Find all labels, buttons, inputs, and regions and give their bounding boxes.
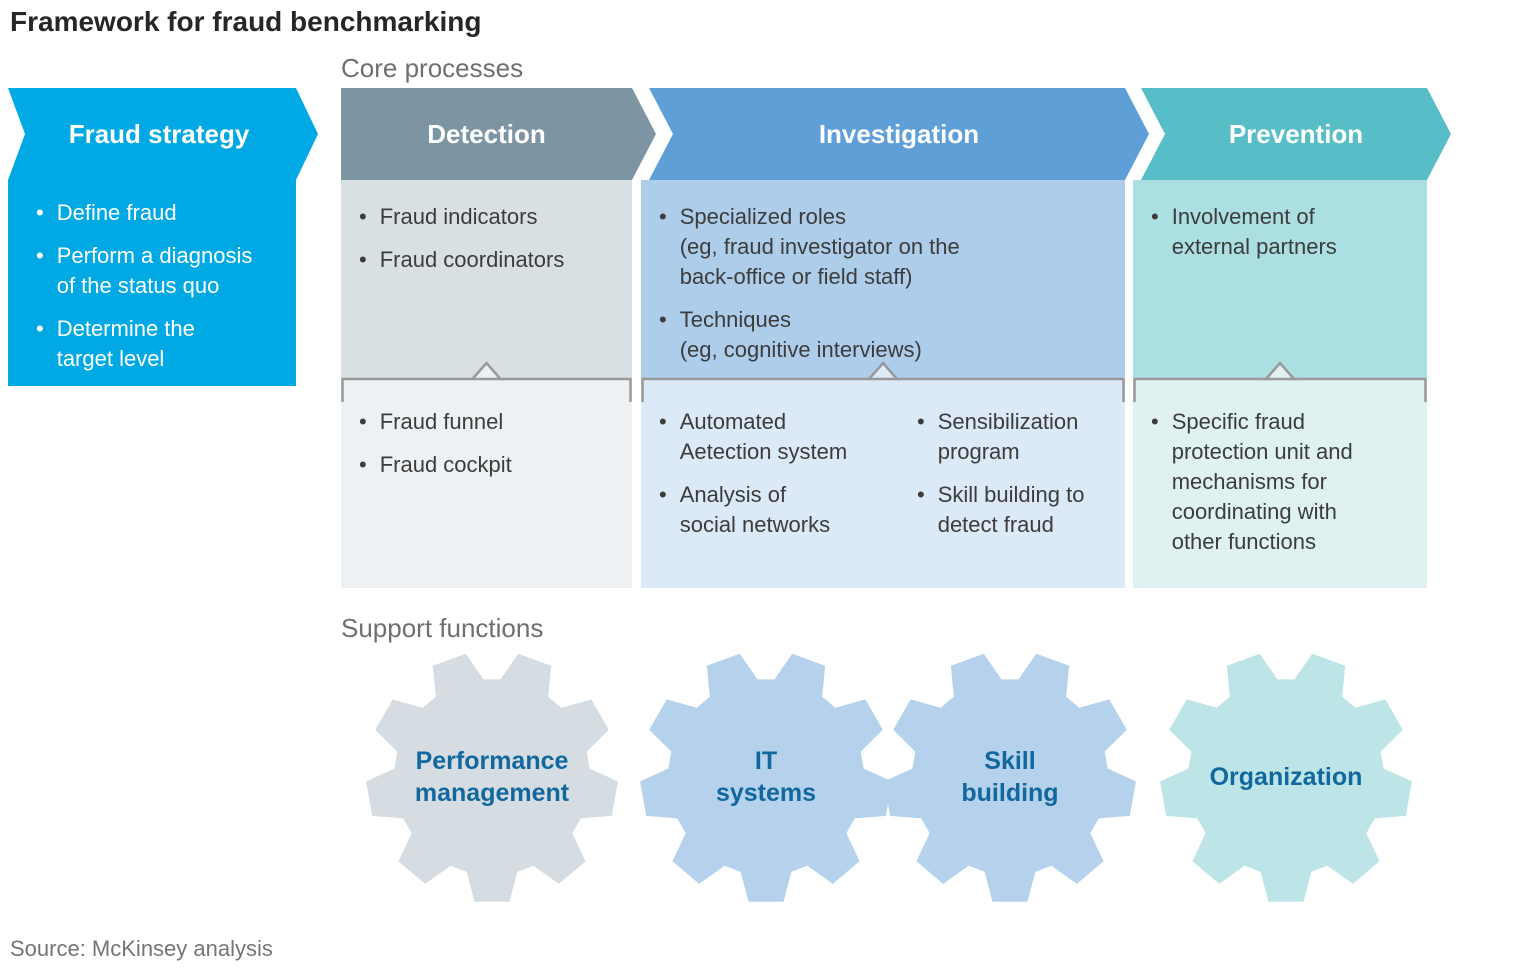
gear-label: Skill building: [961, 747, 1059, 807]
gear-shape: [640, 653, 892, 902]
bullet-item: Specialized roles (eg, fraud investigato…: [659, 202, 1109, 292]
fraud-strategy-banner: Fraud strategy Define fraud Perform a di…: [8, 88, 318, 386]
bullet-item: Determine the target level: [36, 314, 286, 374]
gear-shape: [884, 653, 1136, 902]
investigation-header: Investigation: [649, 88, 1149, 180]
bullet-item: Analysis of social networks: [659, 480, 917, 540]
gear-icon: [640, 653, 892, 902]
investigation-bottom-left-list: Automated Aetection system Analysis of s…: [659, 407, 917, 588]
investigation-bottom-right-list: Sensibilization program Skill building t…: [917, 407, 1109, 588]
fraud-strategy-title: Fraud strategy: [68, 118, 250, 149]
bullet-item: Involvement of external partners: [1151, 202, 1411, 262]
bullet-item: Perform a diagnosis of the status quo: [36, 241, 286, 301]
bullet-item: Fraud indicators: [359, 202, 616, 232]
core-processes-label: Core processes: [341, 53, 524, 83]
gear-icon: [1160, 653, 1412, 902]
source-note: Source: McKinsey analysis: [10, 936, 273, 961]
gear-label: Performance management: [414, 747, 570, 807]
detection-header: Detection: [341, 88, 656, 180]
bullet-item: Specific fraud protection unit and mecha…: [1151, 407, 1411, 557]
detection-top-box: Fraud indicators Fraud coordinators: [341, 180, 632, 379]
gear-performance-management: Performance management: [364, 649, 620, 905]
gear-organization: Organization: [1158, 649, 1414, 905]
gear-skill-building: Skill building: [882, 649, 1138, 905]
gear-icon: [366, 653, 618, 902]
gear-shape: [1160, 653, 1412, 902]
prevention-bottom-box: Specific fraud protection unit and mecha…: [1133, 379, 1427, 588]
page-title: Framework for fraud benchmarking: [10, 6, 482, 37]
bullet-item: Automated Aetection system: [659, 407, 917, 467]
gear-label: IT systems: [715, 747, 817, 807]
gear-it-systems: IT systems: [638, 649, 894, 905]
bullet-item: Sensibilization program: [917, 407, 1109, 467]
support-functions-label: Support functions: [341, 613, 544, 643]
bullet-item: Techniques (eg, cognitive interviews): [659, 305, 1109, 365]
prevention-header: Prevention: [1141, 88, 1451, 180]
investigation-bottom-box: Automated Aetection system Analysis of s…: [641, 379, 1125, 588]
investigation-top-box: Specialized roles (eg, fraud investigato…: [641, 180, 1125, 379]
gear-icon: [884, 653, 1136, 902]
fraud-strategy-bullets: Define fraud Perform a diagnosis of the …: [8, 180, 304, 374]
bullet-item: Fraud funnel: [359, 407, 616, 437]
detection-bottom-box: Fraud funnel Fraud cockpit: [341, 379, 632, 588]
bullet-item: Fraud cockpit: [359, 450, 616, 480]
bullet-item: Skill building to detect fraud: [917, 480, 1109, 540]
gear-label: Organization: [1209, 763, 1363, 791]
prevention-top-box: Involvement of external partners: [1133, 180, 1427, 379]
bullet-item: Fraud coordinators: [359, 245, 616, 275]
gear-shape: [366, 653, 618, 902]
bullet-item: Define fraud: [36, 198, 286, 228]
